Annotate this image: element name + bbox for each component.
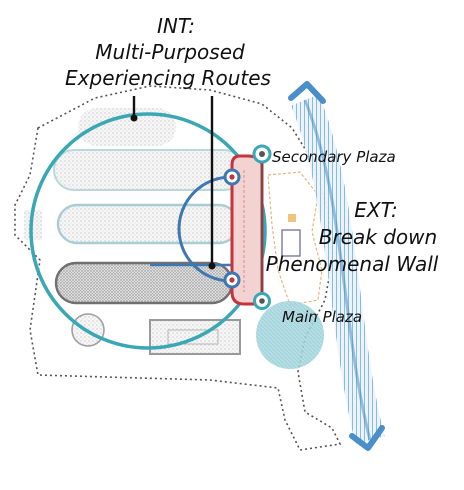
stipple-block-upper xyxy=(53,149,245,191)
main-plaza-label: Main Plaza xyxy=(282,308,362,326)
int-label-line3: Experiencing Routes xyxy=(65,66,271,90)
int-label-line1: INT: xyxy=(157,14,195,38)
ext-label-line3: Phenomenal Wall xyxy=(266,252,439,276)
east-zone-mark xyxy=(288,214,296,222)
east-zone-outline xyxy=(267,171,323,306)
flow-arrow-head-top xyxy=(288,81,326,104)
flow-arrow-head-bottom xyxy=(349,425,385,451)
site-boundary xyxy=(14,85,342,451)
ext-label-line1: EXT: xyxy=(354,198,397,222)
secondary-plaza-label: Secondary Plaza xyxy=(272,148,396,166)
node-blue-top xyxy=(223,168,241,186)
main-plaza-circle xyxy=(256,301,324,369)
int-label-line2: Multi-Purposed xyxy=(95,40,245,64)
east-zone-block xyxy=(281,229,301,257)
stipple-rect-inner xyxy=(167,329,219,345)
leader-int-right-dot xyxy=(208,262,216,270)
ext-label-line2: Break down xyxy=(319,225,437,249)
node-blue-bottom xyxy=(223,271,241,289)
blue-route-arc xyxy=(177,175,232,283)
stipple-block-top xyxy=(78,108,176,146)
teal-route-circle xyxy=(29,112,267,350)
stipple-block-lower xyxy=(54,261,234,305)
stipple-block-small xyxy=(24,210,42,240)
node-secondary-plaza xyxy=(252,144,272,164)
node-main-plaza xyxy=(253,292,271,310)
flow-arrow-core xyxy=(303,99,372,441)
